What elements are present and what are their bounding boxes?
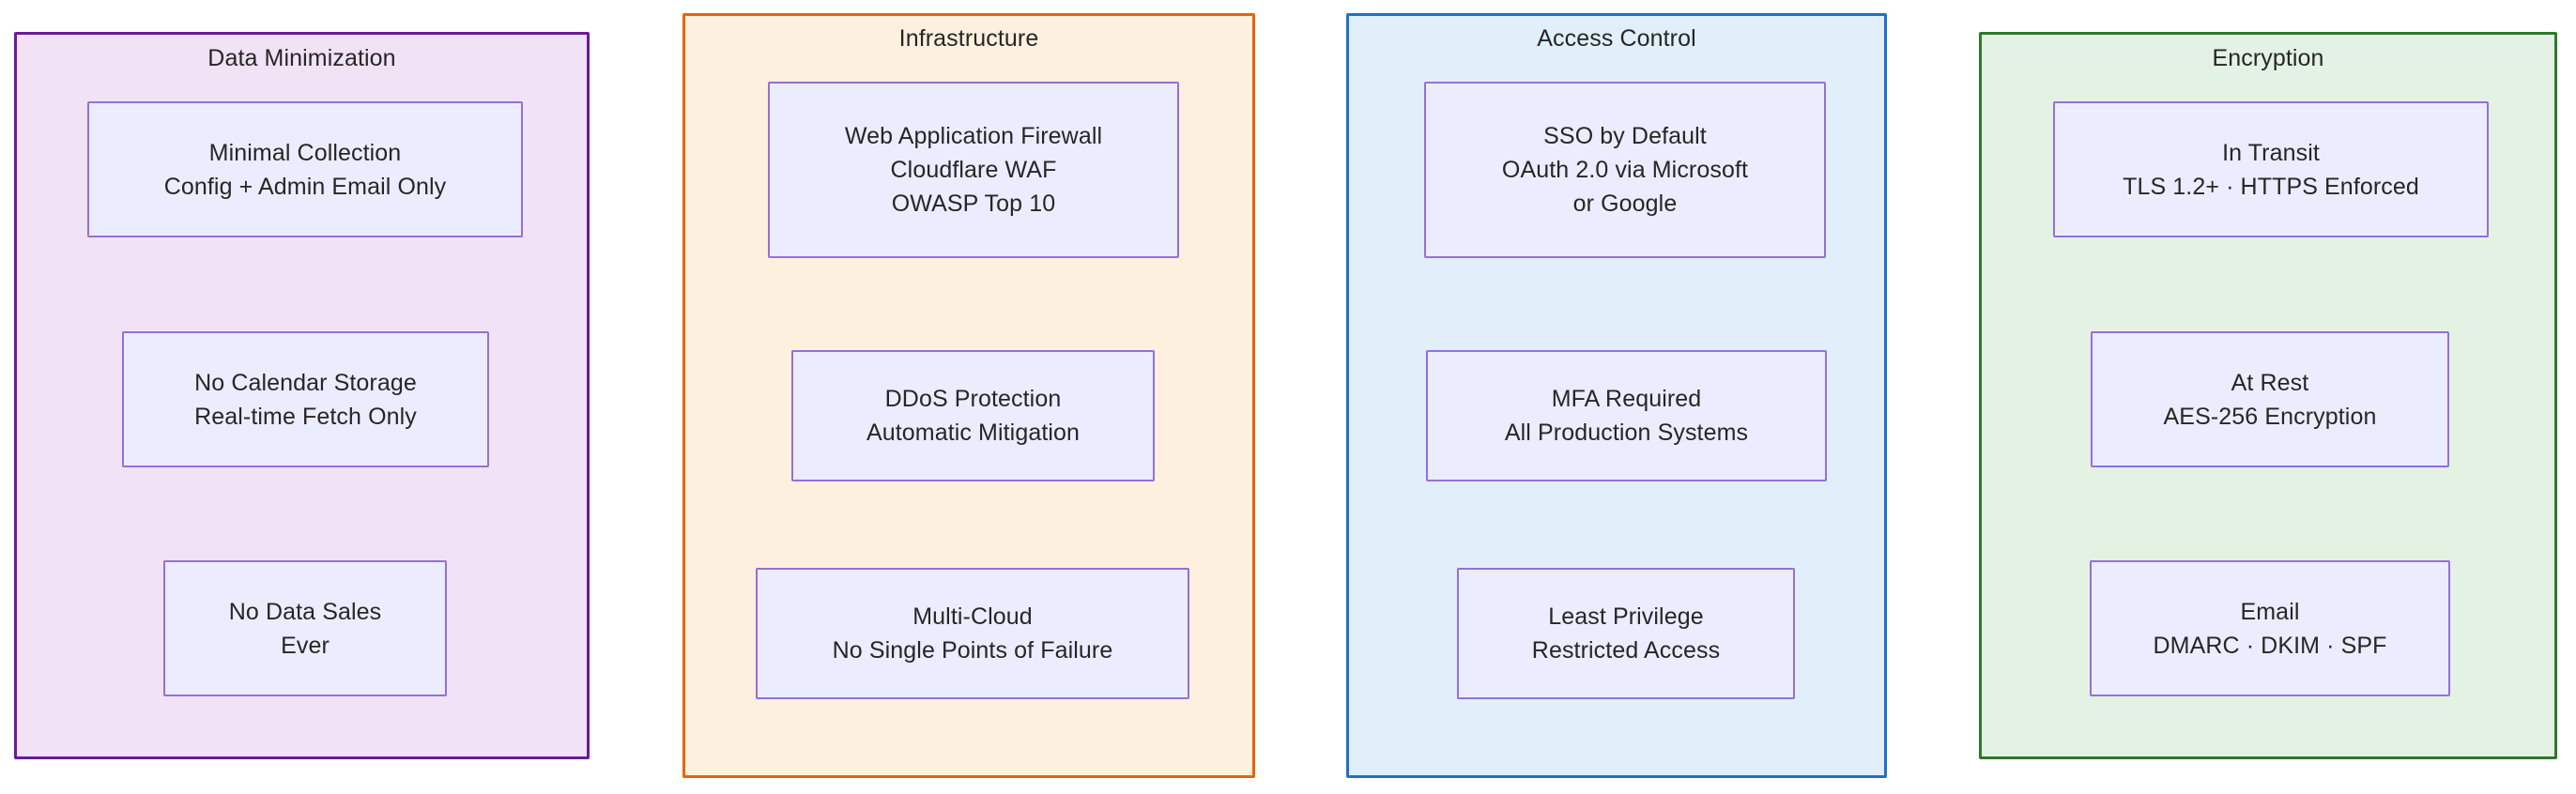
node-label-line: Config + Admin Email Only bbox=[163, 173, 447, 200]
node-multi-cloud[interactable]: Multi-Cloud No Single Points of Failure bbox=[756, 568, 1189, 699]
node-label-line: Ever bbox=[281, 632, 330, 659]
node-label-line: TLS 1.2+ · HTTPS Enforced bbox=[2123, 173, 2419, 200]
node-label-line: SSO by Default bbox=[1543, 123, 1707, 149]
node-label-line: Restricted Access bbox=[1531, 637, 1721, 664]
cluster-title-data-minimization: Data Minimization bbox=[207, 45, 396, 71]
node-label-line: Least Privilege bbox=[1548, 603, 1704, 630]
node-label-line: OAuth 2.0 via Microsoft bbox=[1501, 157, 1749, 183]
node-label-line: AES-256 Encryption bbox=[2163, 403, 2377, 430]
cluster-title-encryption: Encryption bbox=[2212, 45, 2324, 71]
cluster-title-infrastructure: Infrastructure bbox=[898, 25, 1039, 52]
node-label-line: Email bbox=[2240, 598, 2300, 625]
node-label-line: Cloudflare WAF bbox=[890, 157, 1057, 183]
node-label-line: Minimal Collection bbox=[208, 139, 402, 166]
node-label-line: Real-time Fetch Only bbox=[194, 403, 417, 430]
node-label-line: All Production Systems bbox=[1504, 420, 1749, 446]
node-label-line: Multi-Cloud bbox=[912, 603, 1033, 630]
node-label-line: Automatic Mitigation bbox=[866, 420, 1081, 446]
node-label-line: Web Application Firewall bbox=[844, 123, 1103, 149]
node-label-line: OWASP Top 10 bbox=[891, 191, 1056, 217]
node-label-line: DMARC · DKIM · SPF bbox=[2153, 632, 2387, 659]
node-label-line: No Data Sales bbox=[228, 598, 382, 625]
node-label-line: or Google bbox=[1572, 191, 1678, 217]
node-label-line: In Transit bbox=[2222, 139, 2320, 166]
node-label-line: MFA Required bbox=[1551, 386, 1702, 412]
node-label-line: DDoS Protection bbox=[884, 386, 1062, 412]
cluster-title-access-control: Access Control bbox=[1537, 25, 1696, 52]
node-label-line: No Single Points of Failure bbox=[832, 637, 1113, 664]
node-label-line: At Rest bbox=[2231, 369, 2309, 396]
node-label-line: No Calendar Storage bbox=[194, 369, 417, 396]
